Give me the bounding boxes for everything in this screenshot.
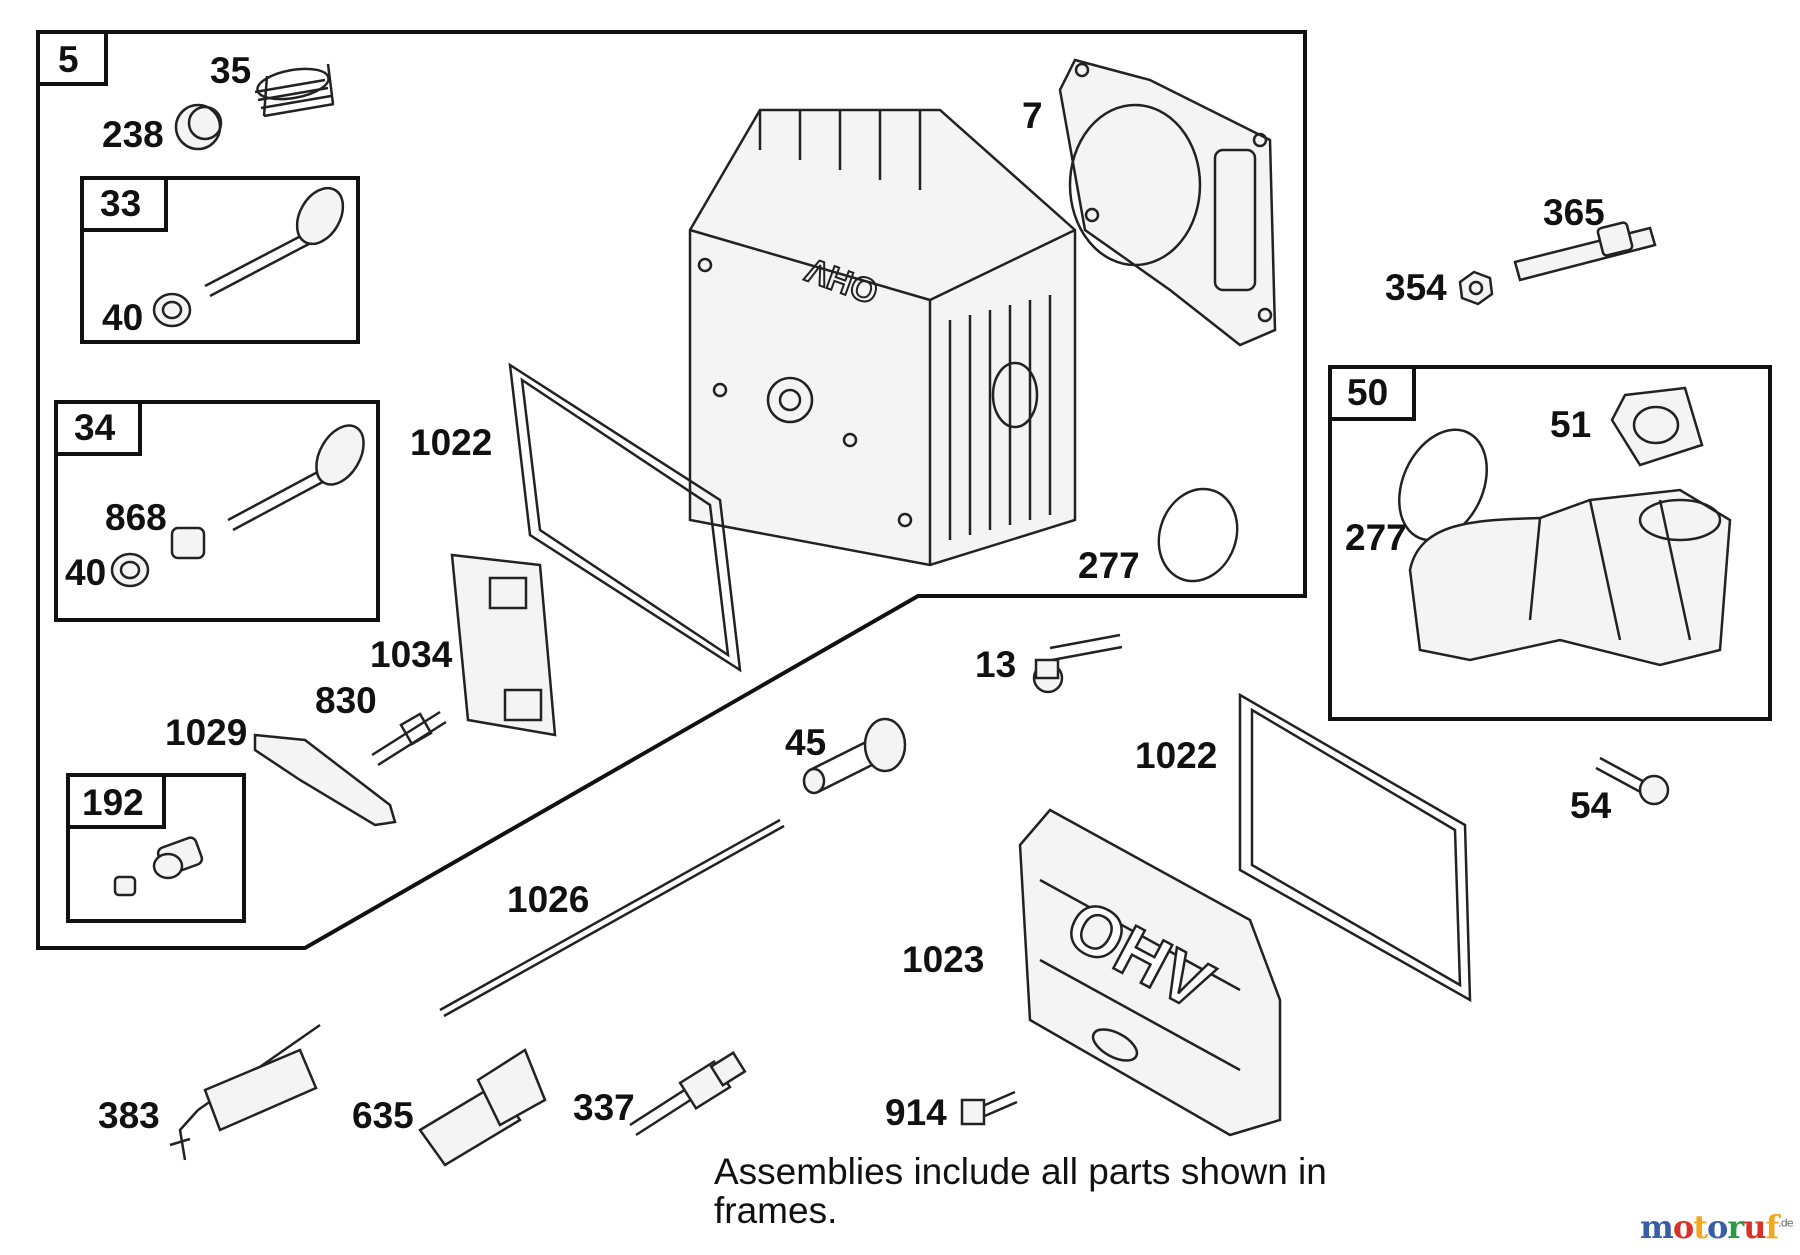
frame-5-tag bbox=[36, 30, 108, 86]
frame-50-outline bbox=[1328, 365, 1772, 721]
label-1026: 1026 bbox=[507, 879, 589, 920]
adjust-nut-part bbox=[113, 875, 137, 897]
label-383: 383 bbox=[98, 1095, 160, 1136]
spark-plug-part bbox=[629, 1051, 747, 1137]
valve-guide-part bbox=[170, 526, 206, 560]
bolt-part-a bbox=[1595, 756, 1670, 806]
spark-plug-boot-part bbox=[418, 1048, 547, 1167]
label-40-b: 40 bbox=[65, 552, 106, 593]
valve-seat-part bbox=[802, 717, 907, 795]
label-1034: 1034 bbox=[370, 634, 453, 675]
frame-50-number: 50 bbox=[1347, 372, 1388, 413]
valve-seal-part-a bbox=[152, 292, 192, 328]
frame-192-number: 192 bbox=[82, 782, 144, 823]
frame-5-outline bbox=[36, 30, 1307, 950]
watermark-letter: o bbox=[1672, 1208, 1694, 1246]
valve-cap-part bbox=[174, 103, 223, 151]
hex-nut-part bbox=[1458, 270, 1494, 306]
watermark-letter: t bbox=[1693, 1208, 1708, 1246]
watermark-letter: o bbox=[1706, 1208, 1728, 1246]
breather-plate-part bbox=[450, 553, 557, 737]
o-ring-part-a bbox=[1157, 487, 1239, 583]
label-35: 35 bbox=[210, 50, 251, 91]
label-1023: 1023 bbox=[902, 939, 984, 980]
label-1022-a: 1022 bbox=[410, 422, 492, 463]
o-ring-part-b bbox=[1397, 428, 1489, 542]
label-914: 914 bbox=[885, 1092, 947, 1133]
label-830: 830 bbox=[315, 680, 377, 721]
frame-5-number: 5 bbox=[58, 39, 79, 80]
label-45: 45 bbox=[785, 722, 826, 763]
spring-compressor-part bbox=[169, 1023, 321, 1161]
intake-gasket-part bbox=[1610, 386, 1704, 467]
cylinder-head-part: OHV bbox=[688, 108, 1077, 567]
label-635: 635 bbox=[352, 1095, 414, 1136]
label-1029: 1029 bbox=[165, 712, 247, 753]
frame-33-number: 33 bbox=[100, 183, 141, 224]
frame-33-outline bbox=[80, 176, 360, 344]
rocker-arm-part bbox=[253, 733, 397, 827]
label-51: 51 bbox=[1550, 404, 1591, 445]
watermark-letter: r bbox=[1727, 1208, 1744, 1246]
valve-spring-part bbox=[254, 63, 335, 118]
frame-34-tag bbox=[54, 400, 142, 456]
label-277-b: 277 bbox=[1345, 517, 1407, 558]
screw-part bbox=[960, 1090, 1018, 1126]
label-337: 337 bbox=[573, 1087, 635, 1128]
label-40-a: 40 bbox=[102, 297, 143, 338]
watermark-letter: u bbox=[1743, 1208, 1766, 1246]
bolt-part-b bbox=[1032, 633, 1123, 694]
intake-manifold-part bbox=[1408, 488, 1732, 667]
watermark-letter: f bbox=[1765, 1208, 1779, 1246]
label-54: 54 bbox=[1570, 785, 1612, 826]
assemblies-note-line-2: frames. bbox=[714, 1190, 838, 1231]
rocker-cover-gasket-part-a bbox=[508, 362, 742, 673]
frame-192-tag bbox=[66, 773, 166, 829]
pushrod-part bbox=[439, 818, 785, 1018]
label-354: 354 bbox=[1385, 267, 1447, 308]
fitting-part bbox=[1513, 221, 1657, 282]
watermark-letter: m bbox=[1640, 1208, 1674, 1246]
label-238: 238 bbox=[102, 114, 164, 155]
frame-33-tag bbox=[80, 176, 168, 232]
rocker-cover-gasket-part-b bbox=[1238, 692, 1472, 1003]
label-365: 365 bbox=[1543, 192, 1605, 233]
exhaust-valve-part bbox=[204, 186, 345, 298]
watermark-suffix: .de bbox=[1778, 1216, 1793, 1230]
frame-34-outline bbox=[54, 400, 380, 622]
valve-seal-part-b bbox=[110, 552, 150, 588]
valve-cover-part: OHV bbox=[1018, 808, 1282, 1137]
assemblies-note-line-1: Assemblies include all parts shown in bbox=[714, 1151, 1327, 1192]
label-1022-b: 1022 bbox=[1135, 735, 1217, 776]
head-gasket-part bbox=[1058, 58, 1277, 347]
motoruf-watermark: motoruf.de bbox=[1640, 1208, 1793, 1246]
label-868: 868 bbox=[105, 497, 167, 538]
assemblies-note: Assemblies include all parts shown in fr… bbox=[714, 1152, 1474, 1230]
label-7: 7 bbox=[1022, 95, 1043, 136]
label-13: 13 bbox=[975, 644, 1016, 685]
intake-valve-part bbox=[227, 424, 365, 532]
rocker-nut-part bbox=[152, 836, 204, 880]
label-277-a: 277 bbox=[1078, 545, 1140, 586]
rocker-stud-part bbox=[371, 710, 447, 767]
frame-34-number: 34 bbox=[74, 407, 116, 448]
frame-50-tag bbox=[1328, 365, 1416, 421]
